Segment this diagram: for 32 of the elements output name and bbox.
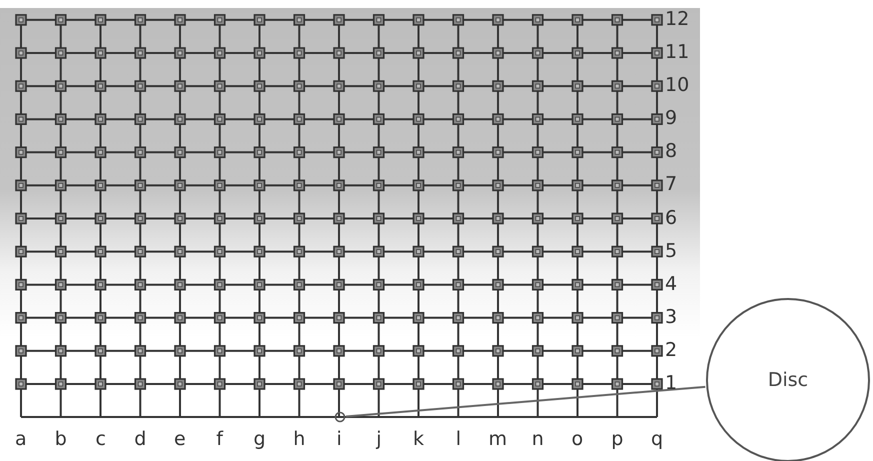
column-letter: a [15,430,27,449]
row-number: 6 [665,208,678,228]
row-number: 12 [665,10,690,29]
row-number: 8 [665,142,678,162]
column-letter: k [413,430,424,449]
row-number: 5 [665,242,678,261]
column-letter: f [216,430,223,449]
node-label: Disc [768,369,808,391]
column-letter: g [254,430,266,449]
column-letter: m [488,430,508,449]
column-letter: h [293,430,306,449]
row-number: 10 [665,76,690,96]
column-letter: l [456,430,462,449]
row-number: 7 [665,175,678,194]
point-marker [334,411,346,423]
column-letter: q [651,430,664,449]
column-letter: n [532,430,544,449]
row-number: 9 [665,109,678,128]
row-number: 4 [665,274,678,294]
column-letter: j [376,430,382,449]
column-letter: p [611,430,624,449]
row-number: 1 [665,374,678,393]
column-letter: e [174,430,186,449]
row-number: 3 [665,308,678,327]
column-letter: d [134,430,146,449]
leader-line [346,386,706,418]
column-letter: o [572,430,584,449]
row-number: 2 [665,340,678,360]
column-letter: i [336,430,342,449]
column-letter: b [54,430,67,449]
row-number: 11 [665,43,690,62]
column-letter: c [96,430,106,449]
